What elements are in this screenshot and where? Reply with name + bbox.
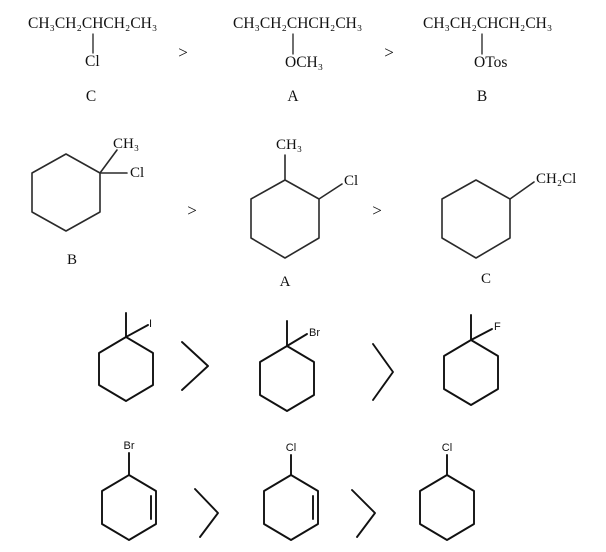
row4-mol1-substituent: Br [124,440,135,452]
row1-mol3-substituent: OTos [474,54,507,71]
row4-mol2: Cl [263,442,319,541]
row4-mol2-substituent: Cl [286,442,296,454]
row3-mol1-i-bond [125,324,149,338]
row3-gt-1 [181,341,209,391]
row3-mol2-ring [259,345,315,412]
row3-mol1-ring [98,336,154,402]
row1-mol2: CH₃CH₂CHCH₂CH₃ OCH₃ A [233,15,362,105]
row4-mol3-ring [419,474,475,541]
row4-mol3: Cl [419,442,475,541]
row2-mol2-methyl: CH₃ [276,137,302,153]
row1-gt-2: > [384,43,394,62]
row4-mol1-ring [101,474,157,541]
row1-mol1-formula: CH₃CH₂CHCH₂CH₃ [28,15,157,32]
row1-mol1: CH₃CH₂CHCH₂CH₃ Cl C [28,15,157,105]
row3-mol3-substituent: F [494,321,501,333]
row1-mol3: CH₃CH₂CHCH₂CH₃ OTos B [423,15,552,105]
row1-mol3-formula: CH₃CH₂CHCH₂CH₃ [423,15,552,32]
row2-gt-2: > [372,201,382,220]
row1-mol3-label: B [477,88,487,105]
row4-mol2-ring [263,474,319,541]
row2-mol3-label: C [481,271,491,287]
row2-mol2-ring [250,179,320,259]
row2-mol1-methyl-bond [99,149,118,174]
row3-mol3-ring [443,339,499,406]
row2-mol3-ch2cl-bond [509,181,535,200]
row2-mol2-label: A [280,274,291,290]
row4-gt-2 [351,489,376,538]
row2-gt-1: > [187,201,197,220]
row3-gt-2 [372,343,394,401]
row4-mol1: Br [101,440,157,541]
row1-mol1-substituent: Cl [85,53,100,70]
row3-mol2: Br [259,320,320,412]
row2-mol3-ring [441,179,511,259]
row1-mol1-label: C [86,88,96,105]
row2-mol1-ring [31,153,101,232]
row3-mol3-f-bond [470,328,493,341]
row2-mol1-methyl: CH₃ [113,136,139,152]
row2-mol3-substituent: CH₂Cl [536,171,576,187]
row1-mol2-formula: CH₃CH₂CHCH₂CH₃ [233,15,362,32]
row4-mol3-substituent: Cl [442,442,452,454]
row2-mol2: CH₃ Cl A [250,137,358,290]
row4-gt-1 [194,488,219,538]
row1-mol2-substituent: OCH₃ [285,54,323,71]
row3-mol3: F [443,314,501,406]
row3-mol1: I [98,312,154,402]
row2-mol3: CH₂Cl C [441,171,576,287]
row3-mol2-br-bond [286,333,308,347]
row3-mol1-substituent: I [149,318,152,330]
row3-mol2-substituent: Br [309,327,320,339]
row2-mol2-cl-bond [318,183,343,200]
row1-gt-1: > [178,43,188,62]
row2-mol1: CH₃ Cl B [31,136,144,268]
row2-mol1-substituent: Cl [130,165,144,181]
row2-mol1-label: B [67,252,77,268]
row1-mol2-label: A [287,88,299,105]
row2-mol2-substituent: Cl [344,173,358,189]
